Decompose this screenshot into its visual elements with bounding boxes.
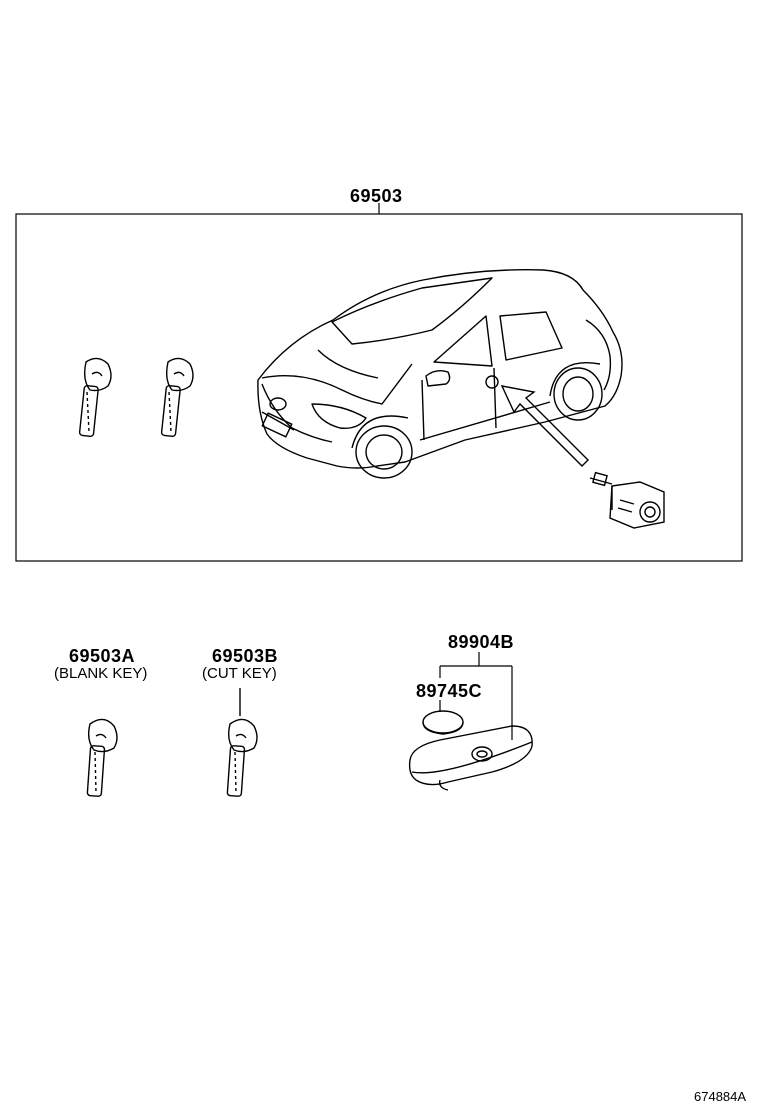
leader-lines [439, 652, 513, 740]
battery-part-number: 89745C [416, 681, 483, 701]
kit-part-number: 69503 [350, 186, 403, 206]
blank-key-description: (BLANK KEY) [54, 665, 148, 682]
cut-key-part-number: 69503B [212, 646, 279, 666]
arrow-icon [500, 385, 589, 467]
cut-key-description: (CUT KEY) [202, 665, 277, 682]
kit-frame [15, 203, 743, 562]
blank-key-icon [86, 718, 118, 797]
transmitter-part-number: 89904B [448, 632, 515, 652]
car-illustration [257, 269, 623, 479]
cut-key-icon [226, 688, 258, 797]
transmitter-icon [408, 725, 533, 791]
blank-key-part-number: 69503A [69, 646, 136, 666]
illustration-id: 674884A [694, 1089, 747, 1104]
battery-icon [422, 710, 464, 735]
kit-key-left-icon [78, 357, 112, 437]
lock-cylinder-icon [589, 471, 665, 529]
kit-key-right-icon [160, 357, 194, 437]
